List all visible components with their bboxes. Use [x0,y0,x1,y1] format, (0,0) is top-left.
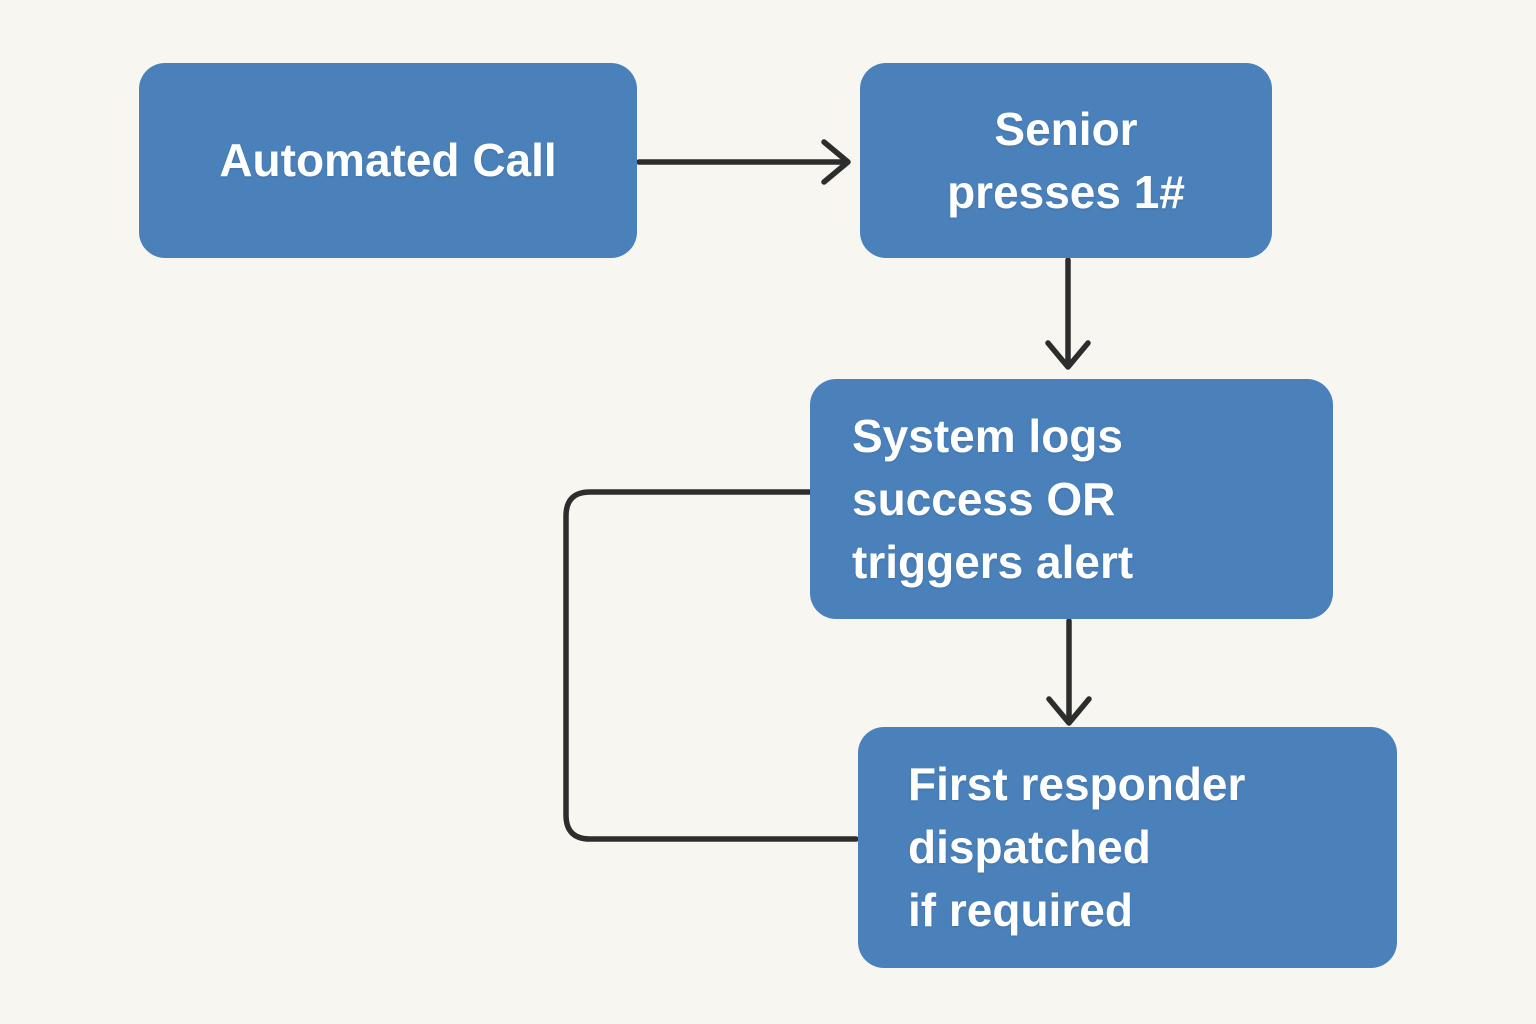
flowchart-node-first-responder: First responder dispatched if required [858,727,1397,968]
flowchart-node-system-logs: System logs success OR triggers alert [810,379,1333,619]
flowchart-node-automated-call: Automated Call [139,63,637,258]
connector-automated-call-to-senior-arrow [636,139,851,185]
connector-system-logs-to-first-responder-arrow [1046,618,1092,726]
flowchart-node-senior-presses-1: Senior presses 1# [860,63,1272,258]
connector-senior-to-system-logs-arrow [1045,257,1091,370]
